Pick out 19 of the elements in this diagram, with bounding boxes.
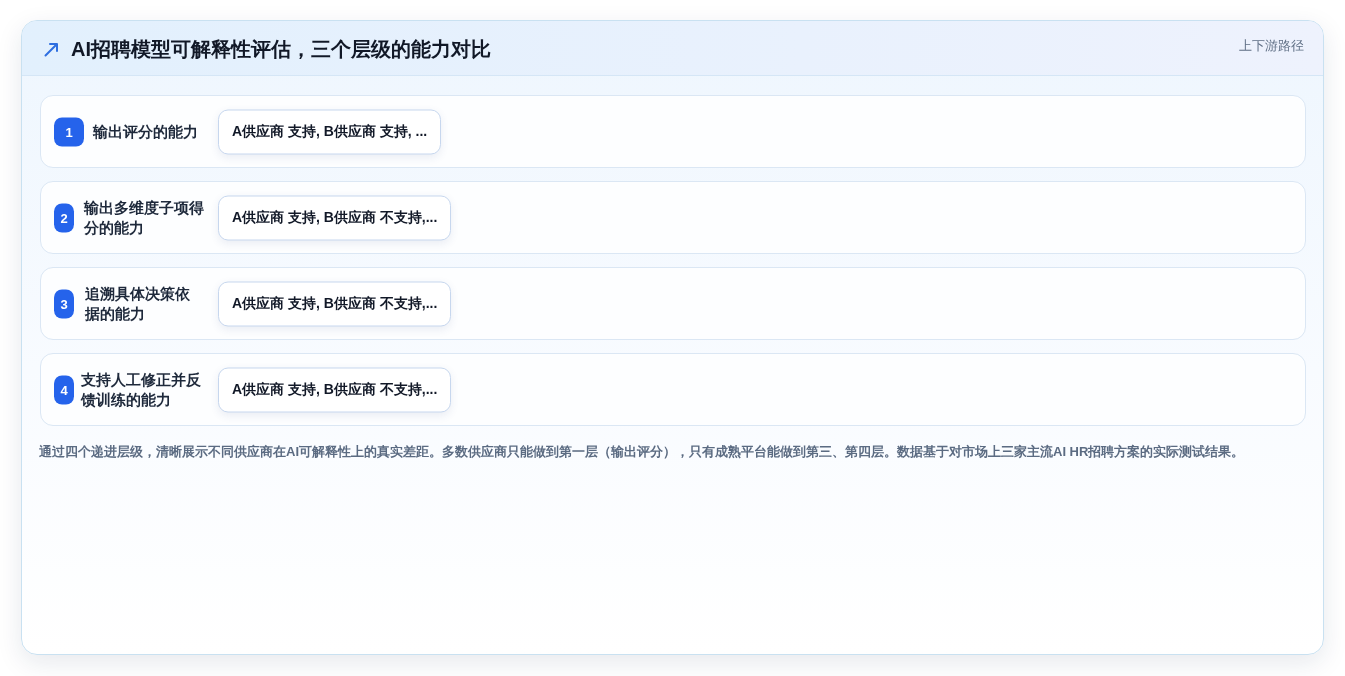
vendor-status-card: A供应商 支持, B供应商 不支持,...: [218, 195, 452, 240]
step-number-badge: 2: [54, 203, 74, 232]
level-row: [40, 353, 1306, 426]
level-row: [40, 181, 1306, 254]
level-label: 输出多维度子项得分的能力: [84, 197, 205, 238]
level-label: 支持人工修正并反馈训练的能力: [81, 369, 202, 410]
level-row: [40, 95, 1306, 168]
level-row: [40, 267, 1306, 340]
vendor-status-card: A供应商 支持, B供应商 不支持,...: [218, 281, 452, 326]
level-label: 追溯具体决策依据的能力: [85, 283, 191, 324]
step-number-badge: 1: [54, 117, 84, 146]
step-number-badge: 4: [54, 375, 74, 404]
caption: 通过四个递进层级，清晰展示不同供应商在AI可解释性上的真实差距。多数供应商只能做到第一层（输出评分），只有成熟平台能做到第三、第四层。数据基于对市场上三家主流AI HR招聘方案的实际测试结果。: [39, 443, 1246, 461]
level-label: 输出评分的能力: [93, 121, 199, 142]
title: AI招聘模型可解释性评估，三个层级的能力对比: [71, 37, 491, 62]
vendor-status-card: A供应商 支持, B供应商 不支持,...: [218, 367, 452, 412]
header-label: 上下游路径: [1239, 38, 1304, 55]
step-number-badge: 3: [54, 289, 74, 318]
vendor-status-card: A供应商 支持, B供应商 支持, ...: [218, 109, 442, 154]
